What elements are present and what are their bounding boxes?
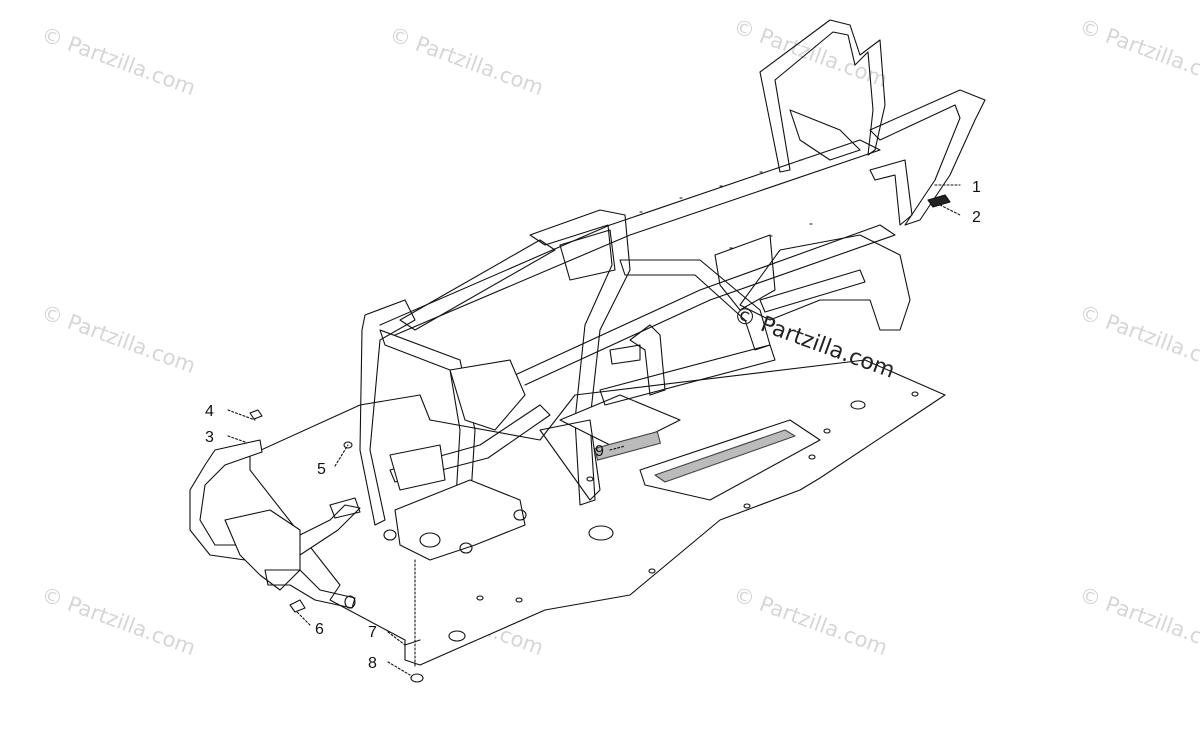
floor-pad [593,431,661,461]
callout-number: 8 [368,655,377,672]
watermark: © Partzilla.com [1076,582,1200,660]
callout-number: 4 [205,403,214,420]
upper-rail-right [514,224,896,386]
mid-roll-bar [529,209,631,506]
skid-plate-hole [823,428,831,434]
leader-line [387,661,411,676]
floor-cross-tube-2 [539,419,601,501]
mid-roll-bar-mount [559,229,616,281]
callout-number: 7 [368,624,377,641]
front-lower-cross [389,404,551,483]
seat-post [629,324,666,396]
callout-number: 3 [205,429,214,446]
part-7-washer [404,639,421,646]
watermark: © Partzilla.com [38,582,198,660]
skid-plate-hole [448,630,466,642]
leader-line [387,631,406,646]
part-8-nut [410,673,424,683]
seat-post-tab [609,344,641,365]
callout-number: 6 [315,621,324,638]
floor-cross-panel [559,394,681,451]
part-6-bolt [289,599,306,613]
skid-plate-hole [586,476,594,482]
leader-line [334,444,349,467]
rear-crossmember [759,269,866,313]
leader-line [227,435,246,443]
part-5-grommet [343,441,353,449]
leader-line [294,609,311,626]
front-bumper-tab [329,497,361,519]
skid-plate-hole [588,525,614,541]
floor-side-rail-slot [654,429,796,483]
front-mount-eye [419,532,441,548]
leader-line [609,445,626,451]
watermark: © Partzilla.com [1076,14,1200,92]
front-upper-cross [399,239,556,331]
skid-plate-hole [515,597,523,603]
bumper-tube-end [344,595,356,609]
rear-lower-frame [739,234,911,331]
front-lower-box [394,479,526,561]
skid-plate-hole [808,454,816,460]
front-bumper [189,439,361,561]
front-mount-eye [513,509,527,521]
skid-plate-hole [648,568,656,574]
part-2-pad [927,194,951,208]
rear-right-hoop [869,89,986,226]
rear-bumper-tube [869,159,913,226]
front-suspension-mount [449,359,526,431]
rail-holes [639,159,813,249]
front-mount-eye [383,529,397,541]
callout-number: 2 [972,209,981,226]
callout-number: 1 [972,179,981,196]
rear-gusset [714,234,776,311]
part-4-nut [249,409,263,420]
rear-upper-bracket [789,109,861,161]
front-suspension-mount-2 [389,444,446,491]
watermark: © Partzilla.com [730,582,890,660]
watermark: © Partzilla.com [1076,300,1200,378]
skid-plate-hole [911,391,919,397]
callouts: 1 2 3 4 5 6 7 8 9 [205,179,981,672]
leader-line [939,204,961,216]
watermark: © Partzilla.com [38,22,198,100]
front-roll-cage [359,299,416,526]
callout-number: 5 [317,461,326,478]
mid-diagonal-brace [619,259,771,351]
front-mount-eye [459,542,473,554]
callout-number: 9 [595,443,604,460]
leader-line [227,409,256,421]
rear-roll-hoop [759,19,886,173]
skid-plate-hole [743,503,751,509]
vehicle-frame-illustration [189,19,986,683]
skid-plate-hole [850,400,866,410]
watermark: © Partzilla.com [38,300,198,378]
skid-plate-hole [476,595,484,601]
watermark: © Partzilla.com [386,22,546,100]
floor-cross-tube [599,344,776,406]
